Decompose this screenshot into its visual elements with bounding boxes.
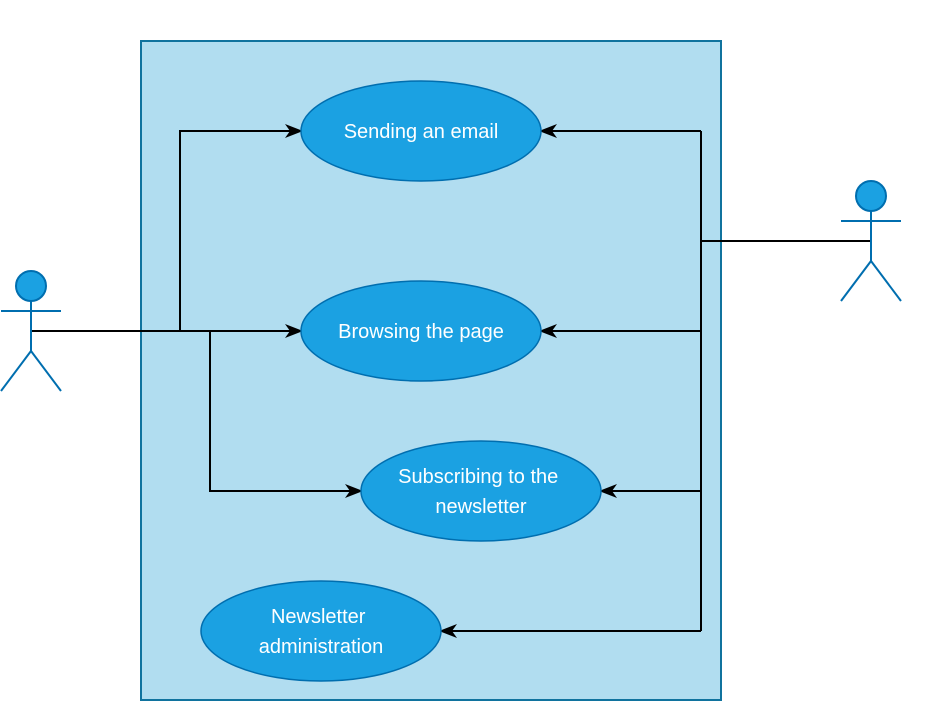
actor-right-leg-left — [840, 260, 872, 302]
actor-left-head — [15, 270, 47, 302]
connector-left-to-sending-email — [179, 124, 303, 331]
use-case-subscribing-shape — [360, 440, 602, 542]
actor-right-leg-right — [870, 260, 902, 302]
actor-right-icon[interactable] — [840, 180, 902, 302]
actor-right-head — [855, 180, 887, 212]
use-case-newsletter-admin-label: Newsletter administration — [259, 606, 384, 658]
use-case-subscribing[interactable]: Subscribing to the newsletter — [360, 440, 602, 542]
use-case-subscribing-label: Subscribing to the newsletter — [398, 466, 564, 518]
use-case-newsletter-admin-shape — [200, 580, 442, 682]
use-case-browsing-page-shape — [300, 280, 542, 382]
use-case-browsing-page-label: Browsing the page — [338, 321, 504, 343]
right-actor-connectors — [439, 124, 871, 638]
connector-left-to-subscribing — [209, 331, 363, 498]
use-case-sending-email-label: Sending an email — [344, 121, 499, 143]
use-case-sending-email[interactable]: Sending an email — [300, 80, 542, 182]
use-case-sending-email-shape — [300, 80, 542, 182]
actor-left-leg-right — [30, 350, 62, 392]
actor-left-leg-left — [0, 350, 32, 392]
use-case-newsletter-admin[interactable]: Newsletter administration — [200, 580, 442, 682]
left-actor-connectors — [31, 124, 363, 498]
use-case-browsing-page[interactable]: Browsing the page — [300, 280, 542, 382]
actor-left-icon[interactable] — [0, 270, 62, 392]
